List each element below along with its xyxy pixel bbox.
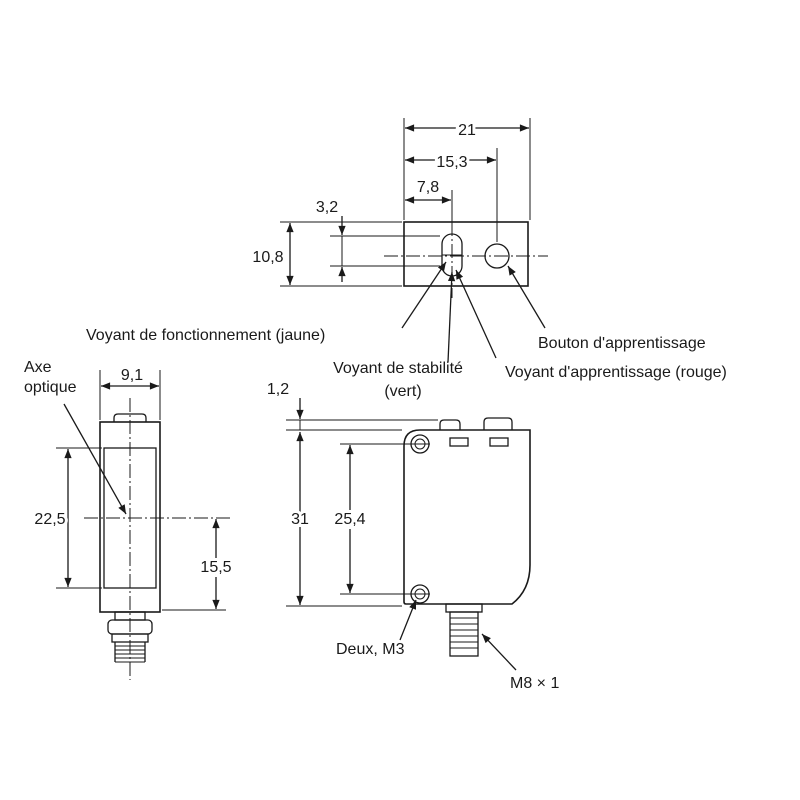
side-view-body bbox=[403, 429, 531, 605]
dim-1-2: 1,2 bbox=[267, 381, 289, 398]
dim-21: 21 bbox=[458, 122, 476, 139]
dim-25-4: 25,4 bbox=[334, 511, 365, 528]
operation-indicator-label: Voyant de fonctionnement (jaune) bbox=[86, 327, 325, 344]
front-view: 9,1 22,5 15,5 bbox=[31, 367, 235, 680]
connector-label: M8 × 1 bbox=[510, 675, 559, 692]
top-view: 21 15,3 7,8 10,8 3,2 bbox=[252, 118, 548, 363]
top-slot-right bbox=[489, 437, 509, 447]
dim-15-5: 15,5 bbox=[200, 559, 231, 576]
teach-indicator-label: Voyant d'apprentissage (rouge) bbox=[505, 364, 727, 381]
dim-22-5: 22,5 bbox=[34, 511, 65, 528]
top-slot-left bbox=[449, 437, 469, 447]
dim-31: 31 bbox=[291, 511, 309, 528]
dim-10-8: 10,8 bbox=[252, 249, 283, 266]
dim-3-2: 3,2 bbox=[316, 199, 338, 216]
connector bbox=[445, 603, 483, 613]
optical-axis-label-2: optique bbox=[24, 379, 77, 396]
top-view-body bbox=[403, 221, 529, 287]
mounting-holes-label: Deux, M3 bbox=[336, 641, 405, 658]
dim-15-3: 15,3 bbox=[436, 154, 467, 171]
dim-9-1: 9,1 bbox=[121, 367, 143, 384]
side-view: 1,2 31 25,4 bbox=[267, 381, 531, 671]
stability-indicator-color: (vert) bbox=[384, 383, 421, 400]
stability-indicator-label: Voyant de stabilité bbox=[333, 360, 463, 377]
optical-axis-label: Axe bbox=[24, 359, 52, 376]
teach-button-label: Bouton d'apprentissage bbox=[538, 335, 706, 352]
dim-7-8: 7,8 bbox=[417, 179, 439, 196]
